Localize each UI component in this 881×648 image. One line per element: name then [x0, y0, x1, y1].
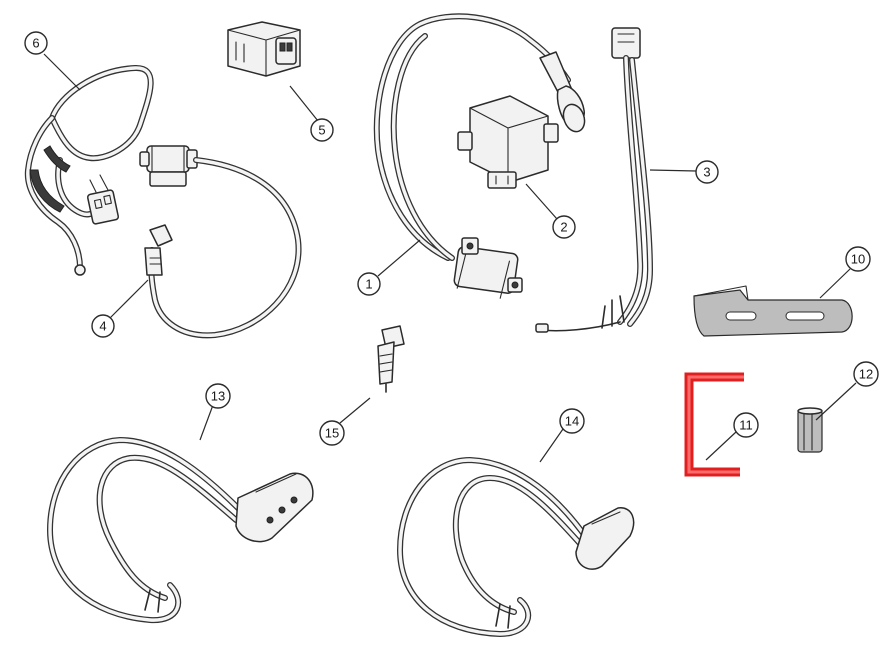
callout-label-text: 14: [565, 414, 579, 429]
callout-label-text: 11: [739, 418, 753, 433]
part-11-bracket-highlighted[interactable]: [684, 372, 744, 477]
callout-label-11: 11: [733, 412, 759, 438]
callout-label-13: 13: [205, 383, 231, 409]
callout-label-12: 12: [853, 361, 879, 387]
part-12-sleeve[interactable]: [797, 407, 823, 453]
part-5-relay[interactable]: [227, 21, 301, 77]
callout-label-text: 13: [211, 389, 225, 404]
part-1-ignition-coil[interactable]: [373, 13, 588, 299]
callout-label-15: 15: [319, 420, 345, 446]
part-10-bracket[interactable]: [693, 285, 853, 337]
part-3-wiring-loom[interactable]: [535, 27, 653, 333]
callout-label-text: 6: [32, 36, 39, 51]
callout-label-6: 6: [24, 31, 48, 55]
callout-label-5: 5: [310, 118, 334, 142]
callout-label-text: 2: [560, 220, 567, 235]
part-15-plug-cap[interactable]: [377, 325, 405, 393]
callout-label-text: 4: [99, 319, 106, 334]
part-4-ignition-coil[interactable]: [139, 145, 302, 339]
callout-label-4: 4: [91, 314, 115, 338]
callout-label-text: 10: [851, 252, 865, 267]
callout-label-1: 1: [357, 272, 381, 296]
callout-leaders: [43, 53, 857, 463]
callout-label-text: 12: [859, 367, 873, 382]
part-13-switch-assembly[interactable]: [47, 437, 314, 624]
callout-label-10: 10: [845, 246, 871, 272]
callout-label-text: 15: [325, 426, 339, 441]
callout-label-text: 5: [318, 123, 325, 138]
callout-label-14: 14: [559, 408, 585, 434]
part-6-wiring-harness[interactable]: [24, 64, 154, 276]
part-14-switch-assembly[interactable]: [397, 457, 635, 637]
callout-label-2: 2: [552, 215, 576, 239]
part-2-cdi-unit[interactable]: [457, 95, 559, 189]
callout-label-3: 3: [695, 160, 719, 184]
callout-label-text: 3: [703, 165, 710, 180]
callout-label-text: 1: [365, 277, 372, 292]
